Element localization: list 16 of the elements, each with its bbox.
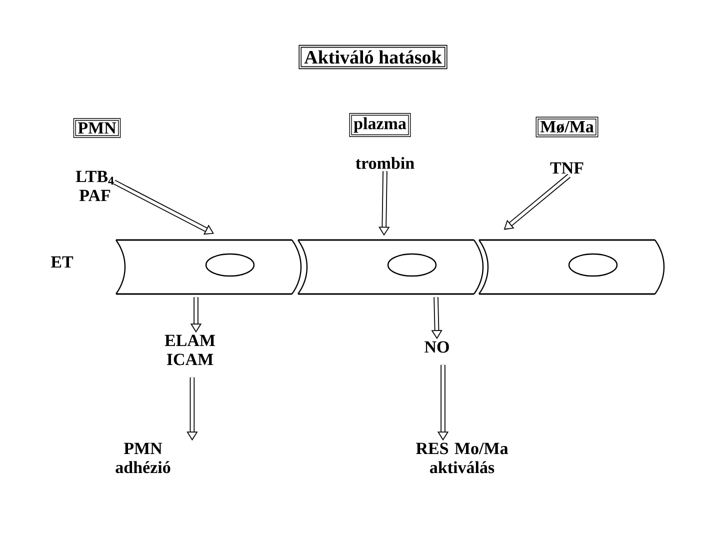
- node-label: NO: [424, 341, 449, 353]
- node-label: RES Mo/Ma aktiválás: [416, 442, 508, 474]
- vessel-label: ET: [50, 256, 74, 268]
- label-box: Mø/Ma: [536, 116, 598, 138]
- node-label: trombin: [356, 157, 414, 169]
- label-box: plazma: [349, 113, 411, 137]
- endothelial-cell-drawing: [478, 239, 665, 295]
- node-label: PMN adhézió: [116, 442, 170, 474]
- hollow-arrow: [113, 180, 214, 235]
- title-box: Aktiváló hatások: [298, 44, 448, 70]
- node-label: LTB$_{4}$ PAF: [76, 170, 114, 202]
- endothelial-cell-drawing: [116, 239, 302, 295]
- label-box: PMN: [73, 118, 121, 138]
- node-label: TNF: [550, 162, 584, 174]
- node-label: ELAM ICAM: [164, 334, 216, 366]
- endothelial-cell-drawing: [298, 239, 484, 295]
